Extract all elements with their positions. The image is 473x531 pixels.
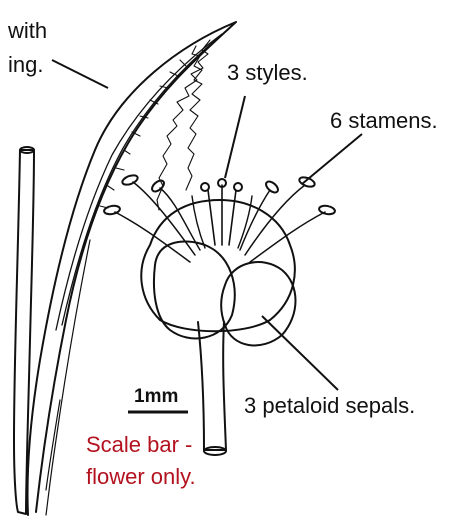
bract-label-line2: ing.	[8, 52, 43, 77]
stalk-drawing	[14, 147, 34, 514]
scale-note-line1: Scale bar -	[86, 432, 192, 457]
stamens-label: 6 stamens.	[330, 108, 438, 133]
sepals-label: 3 petaloid sepals.	[244, 393, 415, 418]
styles-leader	[225, 96, 245, 178]
bract-leader	[52, 60, 108, 88]
bract-label-line1: with	[7, 18, 47, 43]
leader-lines	[52, 60, 362, 390]
pedicel	[198, 322, 226, 450]
styles-label: 3 styles.	[227, 60, 308, 85]
scale-bar-label: 1mm	[134, 386, 178, 407]
scale-note-line2: flower only.	[86, 464, 196, 489]
stamens-leader	[302, 134, 362, 184]
sepals-leader	[262, 316, 338, 390]
